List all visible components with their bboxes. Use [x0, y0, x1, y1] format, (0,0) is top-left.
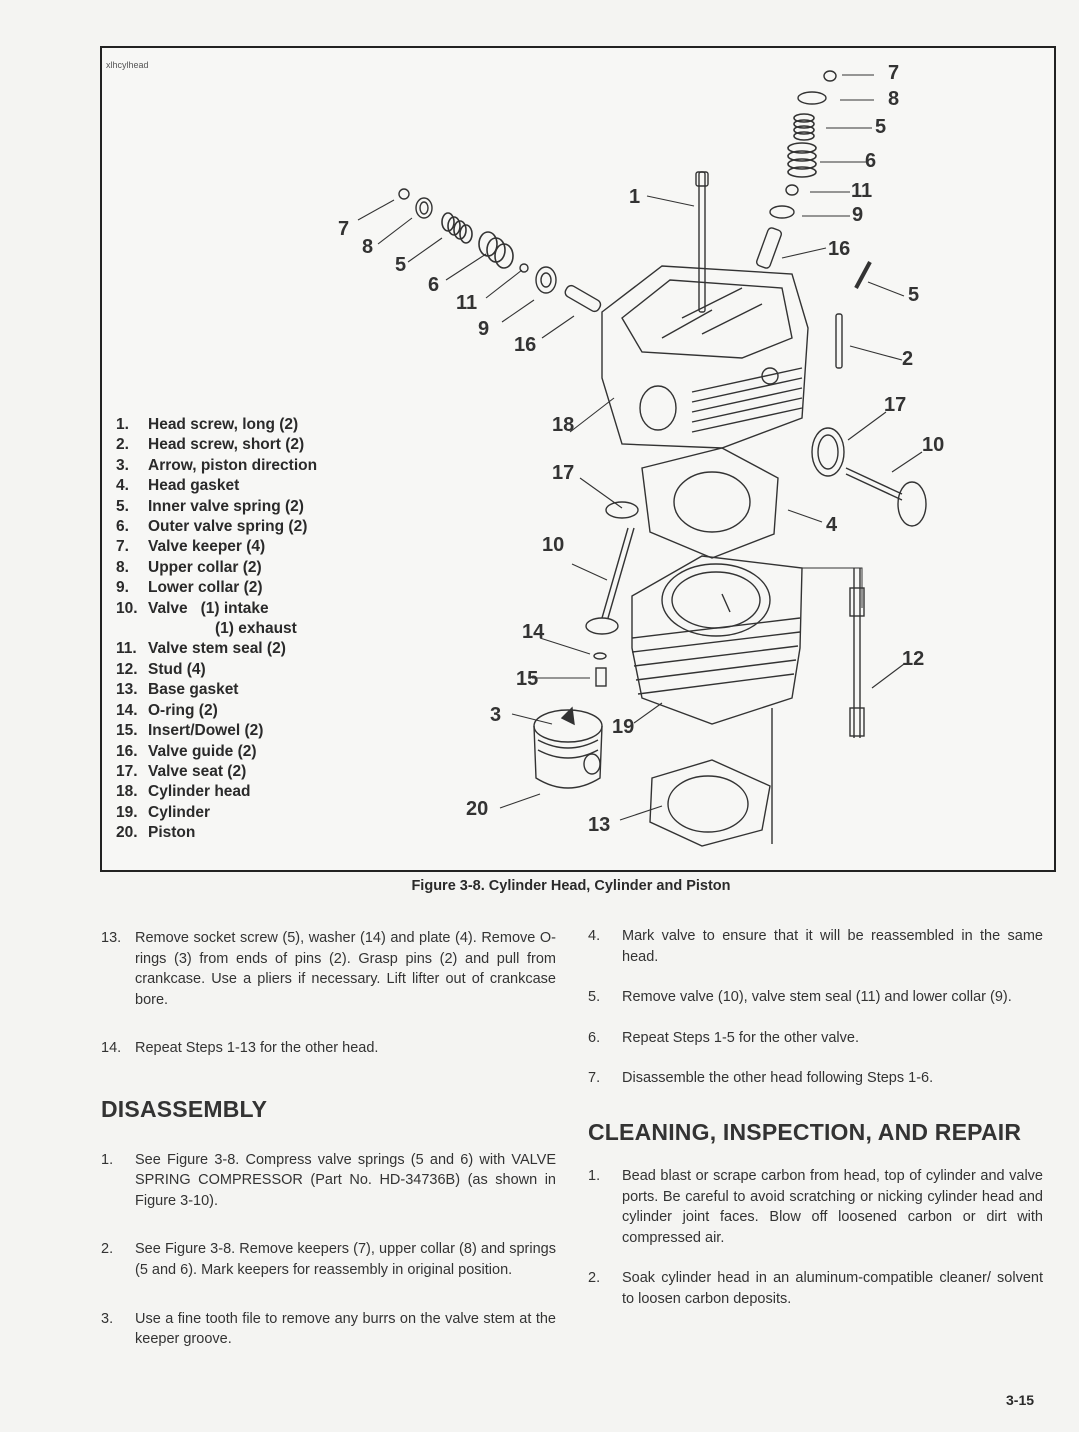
callout-right-16: 16 — [828, 238, 851, 260]
legend-item: 12.Stud (4) — [116, 660, 206, 678]
legend-item: 14.O-ring (2) — [116, 701, 218, 719]
section-title-cleaning: CLEANING, INSPECTION, AND REPAIR — [588, 1118, 1022, 1145]
callout-right-4: 4 — [826, 514, 838, 536]
disassembly-step-3: 3. Use a fine tooth file to remove any b… — [101, 1310, 556, 1348]
disassembly-step-2: 2. See Figure 3-8. Remove keepers (7), u… — [101, 1241, 556, 1278]
valve-seat-and-valve — [811, 427, 927, 527]
legend-item: 8.Upper collar (2) — [116, 558, 262, 576]
step-5: 5. Remove valve (10), valve stem seal (1… — [588, 989, 1012, 1006]
legend-item: 1.Head screw, long (2) — [116, 416, 299, 433]
leader-lines — [357, 74, 923, 821]
cylinder — [631, 555, 803, 725]
callout-right-2: 2 — [902, 348, 914, 370]
callout-right-11: 11 — [851, 180, 873, 202]
section-title-disassembly: DISASSEMBLY — [101, 1095, 268, 1122]
callout-right-7: 7 — [888, 62, 900, 84]
legend-item: 10.Valve (1) intake — [116, 599, 269, 617]
legend-item: 16.Valve guide (2) — [116, 742, 257, 760]
callout-20: 20 — [466, 798, 489, 820]
legend-item: 19.Cylinder — [116, 803, 211, 821]
callout-14: 14 — [522, 621, 545, 643]
figure-file-tag: xlhcylhead — [106, 60, 149, 70]
figure-frame: xlhcylhead 1.Head screw, long (2) 2.Head… — [100, 46, 1056, 872]
o-ring-and-dowel — [593, 652, 607, 687]
head-screw-long — [695, 171, 709, 313]
legend-item: 3.Arrow, piston direction — [116, 456, 318, 474]
disassembly-step-1: 1. See Figure 3-8. Compress valve spring… — [101, 1151, 556, 1209]
callout-18: 18 — [552, 414, 575, 436]
callout-11: 11 — [456, 292, 478, 314]
step-6: 6. Repeat Steps 1-5 for the other valve. — [588, 1029, 859, 1046]
piston — [533, 706, 603, 789]
cleaning-step-1: 1. Bead blast or scrape carbon from head… — [588, 1167, 1043, 1246]
legend-item: 7.Valve keeper (4) — [116, 538, 266, 556]
legend-item: 9.Lower collar (2) — [116, 579, 263, 597]
callout-13: 13 — [588, 814, 611, 836]
callout-right-10: 10 — [922, 434, 945, 456]
callout-1: 1 — [629, 186, 641, 208]
head-gasket — [605, 447, 779, 559]
callout-8: 8 — [362, 236, 374, 258]
page-number: 3-15 — [1006, 1392, 1035, 1408]
legend-item: 5.Inner valve spring (2) — [116, 497, 304, 515]
legend-item: 18.Cylinder head — [116, 783, 251, 801]
valve-left — [585, 527, 635, 635]
callout-right-9: 9 — [852, 204, 864, 226]
legend-item: 17.Valve seat (2) — [116, 762, 247, 780]
cylinder-head — [601, 265, 809, 449]
callout-17: 17 — [552, 462, 575, 484]
legend-item: 6.Outer valve spring (2) — [116, 518, 308, 536]
legend-item: (1) exhaust — [215, 620, 297, 638]
legend-item: 11.Valve stem seal (2) — [116, 640, 286, 658]
legend-item: 4.Head gasket — [116, 477, 240, 495]
callout-right-5b: 5 — [908, 284, 920, 306]
valve-train-left — [398, 188, 602, 313]
step-13: 13. Remove socket screw (5), washer (14)… — [101, 930, 556, 1008]
callout-3: 3 — [490, 704, 502, 726]
step-4: 4. Mark valve to ensure that it will be … — [588, 928, 1043, 965]
callout-right-6: 6 — [865, 150, 877, 172]
callout-right-12: 12 — [902, 648, 925, 670]
valve-train-right — [756, 70, 872, 369]
exploded-view-drawing — [357, 70, 927, 847]
left-column: 13. Remove socket screw (5), washer (14)… — [101, 928, 556, 1350]
legend-item: 13.Base gasket — [116, 681, 239, 699]
callout-9: 9 — [478, 318, 490, 340]
legend-item: 2.Head screw, short (2) — [116, 436, 305, 454]
callout-16: 16 — [514, 334, 537, 356]
parts-legend: 1.Head screw, long (2) 2.Head screw, sho… — [116, 415, 317, 844]
cleaning-step-2: 2. Soak cylinder head in an aluminum-com… — [588, 1270, 1043, 1307]
callout-5: 5 — [395, 254, 407, 276]
callout-6: 6 — [428, 274, 440, 296]
callout-15: 15 — [516, 668, 539, 690]
callout-right-17: 17 — [884, 394, 907, 416]
callout-7: 7 — [338, 218, 350, 240]
step-14: 14. Repeat Steps 1-13 for the other head… — [101, 1040, 379, 1057]
cylinder-studs — [771, 567, 865, 844]
callout-19: 19 — [612, 716, 635, 738]
callout-right-8: 8 — [888, 88, 900, 110]
callout-right-5: 5 — [875, 116, 887, 138]
legend-item: 15.Insert/Dowel (2) — [116, 722, 264, 740]
legend-item: 20.Piston — [116, 824, 196, 842]
callout-10: 10 — [542, 534, 565, 556]
right-column: 4. Mark valve to ensure that it will be … — [588, 926, 1043, 1310]
step-7: 7. Disassemble the other head following … — [588, 1070, 934, 1087]
figure-caption: Figure 3-8. Cylinder Head, Cylinder and … — [411, 878, 731, 894]
base-gasket — [649, 759, 771, 847]
